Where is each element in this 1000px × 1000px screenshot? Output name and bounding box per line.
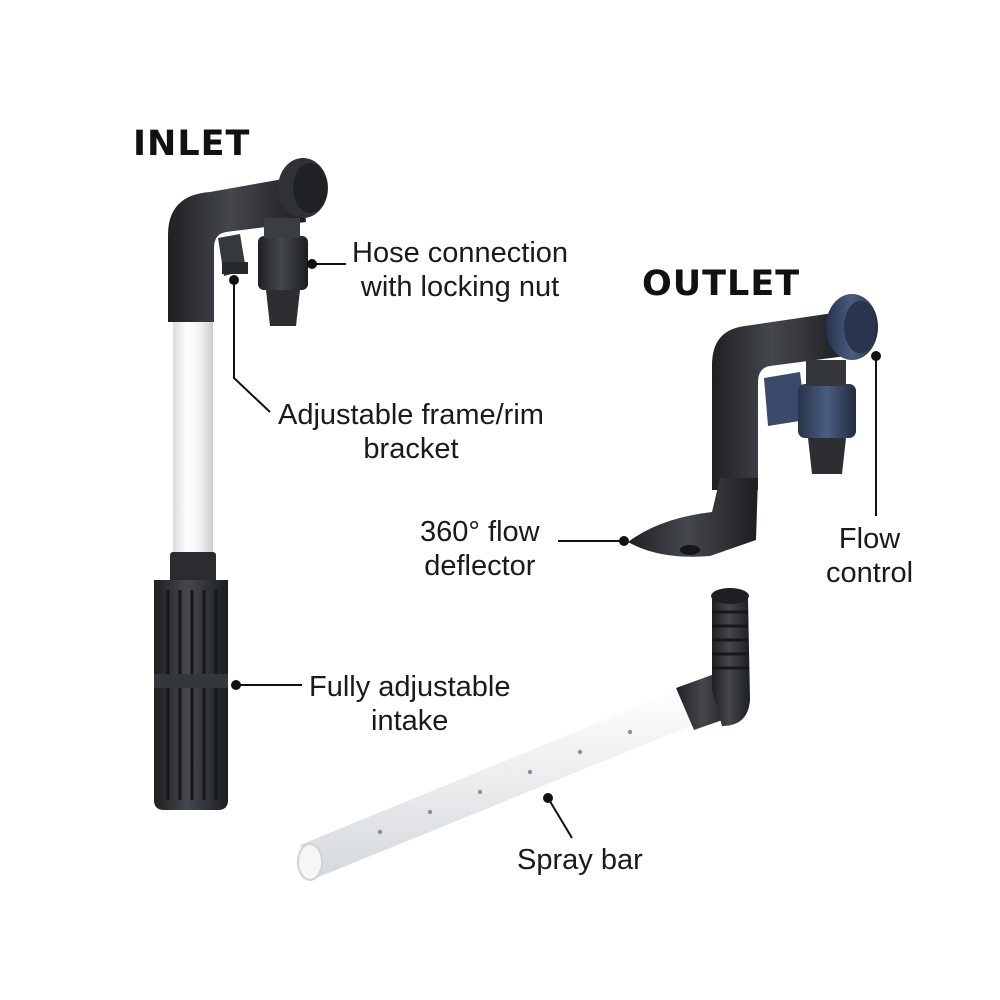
inlet-locking-nut — [258, 236, 308, 290]
intake-line1: Fully adjustable — [309, 671, 511, 703]
inlet-hose-barb — [266, 290, 300, 326]
inlet-assembly — [154, 158, 328, 810]
spray-bar-line1: Spray bar — [517, 844, 643, 876]
spray-bar-label: Spray bar — [517, 843, 643, 877]
frame-bracket-line1: Adjustable frame/rim — [278, 399, 544, 431]
intake-line2: intake — [371, 705, 449, 737]
outlet-elbow — [712, 312, 846, 490]
intake-collar — [170, 552, 216, 582]
flow-control-line2: control — [826, 557, 914, 589]
flow-deflector-line1: 360° flow — [420, 516, 540, 548]
frame-bracket-label: Adjustable frame/rim bracket — [278, 398, 544, 466]
callout-dots — [229, 259, 881, 803]
leader-frame-bracket — [233, 280, 271, 413]
leader-spray-bar — [547, 797, 573, 839]
frame-bracket-line2: bracket — [363, 433, 459, 465]
spray-bar-tube — [300, 685, 705, 878]
flow-control-label: Flow control — [826, 522, 913, 590]
hose-connection-line2: with locking nut — [360, 271, 560, 303]
inlet-tube — [173, 318, 213, 563]
inlet-heading: INLET — [133, 124, 251, 164]
flow-deflector-label: 360° flow deflector — [420, 515, 540, 583]
outlet-rim-bracket — [764, 372, 806, 426]
spray-bar-end-cap — [297, 843, 323, 881]
flow-control-nut — [798, 384, 856, 438]
outlet-assembly — [628, 294, 878, 557]
outlet-hose-barb — [808, 438, 846, 474]
flow-deflector-nozzle — [628, 478, 758, 557]
spray-bar-assembly — [297, 588, 750, 881]
hose-connection-line1: Hose connection — [352, 237, 569, 269]
flow-deflector-line2: deflector — [424, 550, 536, 582]
callout-lines — [233, 263, 877, 839]
hose-connection-label: Hose connection with locking nut — [352, 236, 568, 304]
outlet-heading: OUTLET — [642, 264, 801, 304]
inlet-elbow — [168, 176, 306, 322]
intake-label: Fully adjustable intake — [309, 670, 511, 738]
flow-control-line1: Flow — [838, 523, 901, 555]
